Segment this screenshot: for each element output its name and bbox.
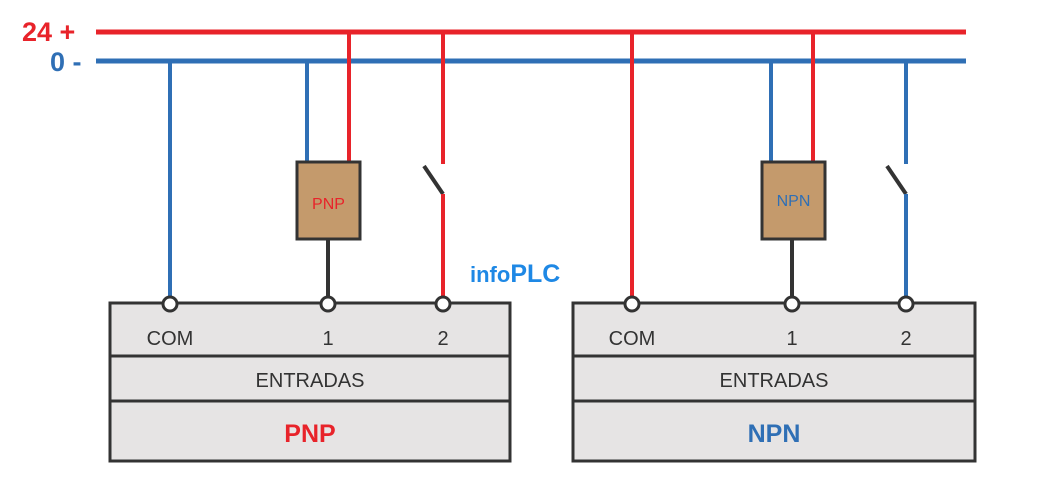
pnp-sensor-box bbox=[295, 160, 362, 241]
infoplc-logo: infoPLC bbox=[470, 260, 560, 288]
negative-rail-label: 0 - bbox=[50, 47, 82, 77]
npn-terminal-com bbox=[623, 295, 641, 313]
infoplc-logo-suffix: PLC bbox=[510, 260, 560, 288]
npn-type-label: NPN bbox=[748, 420, 801, 448]
npn-terminal-label-2: 2 bbox=[900, 328, 911, 350]
npn-terminal-label-com: COM bbox=[609, 328, 656, 350]
pnp-terminal-label-com: COM bbox=[147, 328, 194, 350]
pnp-switch-contact bbox=[422, 164, 445, 196]
npn-switch-contact bbox=[885, 164, 908, 196]
pnp-module bbox=[108, 301, 512, 463]
pnp-terminal-2 bbox=[434, 295, 452, 313]
pnp-sensor-label: PNP bbox=[312, 196, 345, 213]
npn-terminal-label-1: 1 bbox=[786, 328, 797, 350]
pnp-terminal-1 bbox=[319, 295, 337, 313]
positive-rail-label: 24 + bbox=[22, 17, 75, 47]
infoplc-logo-prefix: info bbox=[470, 262, 510, 287]
npn-sensor-label: NPN bbox=[777, 193, 811, 210]
pnp-type-label: PNP bbox=[284, 420, 335, 448]
pnp-terminal-label-1: 1 bbox=[322, 328, 333, 350]
npn-sensor-box bbox=[760, 160, 827, 241]
npn-row-label: ENTRADAS bbox=[720, 370, 829, 392]
npn-terminal-2 bbox=[897, 295, 915, 313]
pnp-row-label: ENTRADAS bbox=[256, 370, 365, 392]
pnp-terminal-label-2: 2 bbox=[437, 328, 448, 350]
pnp-terminal-com bbox=[161, 295, 179, 313]
npn-module bbox=[571, 301, 977, 463]
npn-terminal-1 bbox=[783, 295, 801, 313]
